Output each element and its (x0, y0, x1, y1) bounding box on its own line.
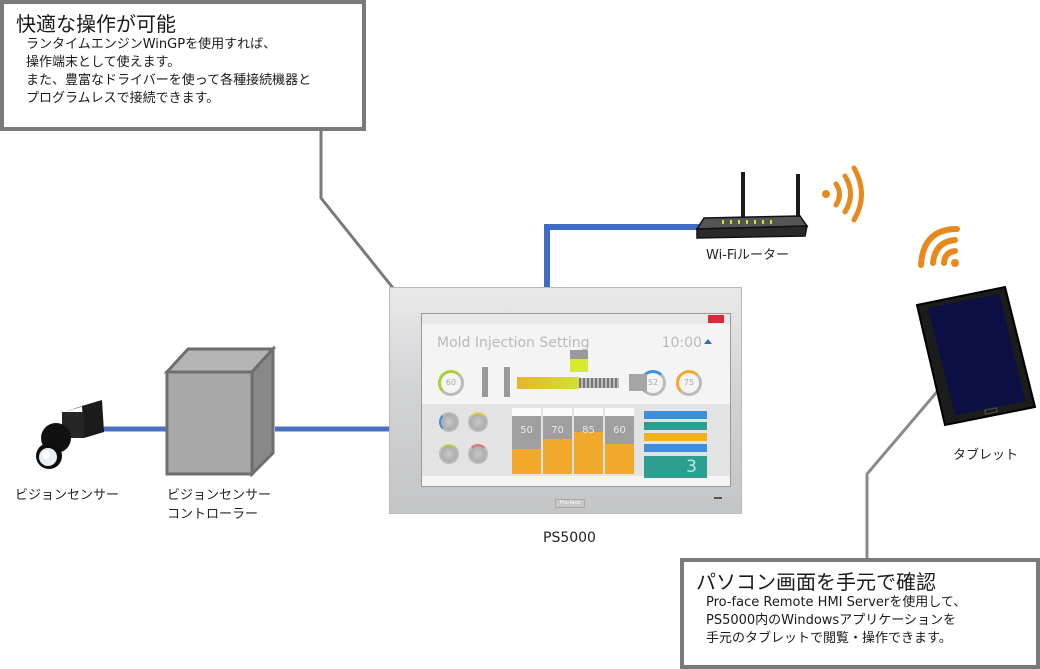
leader-line-top (319, 130, 407, 304)
level-bar-3-fill (574, 431, 603, 474)
knob-3[interactable] (439, 444, 459, 464)
hmi-title: Mold Injection Setting (437, 335, 590, 351)
level-bar-3: 85 (574, 408, 603, 474)
label-router: Wi-Fiルーター (706, 248, 790, 263)
leader-line-bottom (865, 379, 949, 558)
screw (579, 378, 619, 388)
close-button[interactable] (708, 315, 724, 323)
level-bar-4-fill (605, 444, 634, 474)
home-icon[interactable] (704, 339, 712, 344)
label-vision-sensor: ビジョンセンサー (15, 488, 120, 503)
panel-indicator (714, 497, 722, 499)
knob-1[interactable] (439, 412, 459, 432)
alarm-count-tile[interactable]: 3 (644, 456, 707, 478)
tablet-icon (915, 285, 1037, 427)
wifi-signal-icon-tablet (918, 226, 960, 268)
level-bar-3-value: 85 (582, 425, 595, 436)
level-bar-4-value: 60 (613, 425, 626, 436)
level-bar-4: 60 (605, 408, 634, 474)
label-controller-line2: コントローラー (167, 507, 259, 522)
wifi-signal-icon-router (822, 165, 864, 223)
router-icon (695, 172, 809, 239)
mold-clamp-icon (482, 367, 510, 397)
label-tablet: タブレット (953, 448, 1019, 463)
callout-top-title: 快適な操作が可能 (16, 12, 176, 36)
level-bar-1-fill (512, 449, 541, 474)
callout-bottom-line-1: Pro-face Remote HMI Serverを使用して、 (706, 595, 967, 610)
level-bar-2-fill (543, 439, 572, 474)
callout-top-line-2: 操作端末として使えます。 (26, 55, 181, 70)
level-bar-1-value: 50 (520, 425, 533, 436)
vision-camera-icon (36, 400, 104, 469)
knob-4[interactable] (468, 444, 488, 464)
motor-block (629, 374, 647, 391)
panel-logo: Pro-face (555, 499, 585, 508)
controller-box-icon (163, 345, 277, 478)
hmi-screen[interactable]: Mold Injection Setting 10:00 60 52 75 50… (421, 313, 731, 487)
gauge-fill: 60 (438, 370, 464, 396)
status-row-3[interactable] (644, 433, 707, 441)
callout-top: 快適な操作が可能 ランタイムエンジンWinGPを使用すれば、 操作端末として使え… (0, 0, 366, 131)
callout-top-line-3: また、豊富なドライバーを使って各種接続機器と (26, 73, 312, 88)
gauge-int: 75 (676, 370, 702, 396)
hopper (570, 350, 588, 372)
callout-bottom: パソコン画面を手元で確認 Pro-face Remote HMI Serverを… (680, 558, 1040, 669)
hmi-titlebar (422, 314, 730, 324)
level-bar-1: 50 (512, 408, 541, 474)
label-panel: PS5000 (543, 530, 596, 546)
level-bar-2-value: 70 (551, 425, 564, 436)
callout-top-line-1: ランタイムエンジンWinGPを使用すれば、 (26, 37, 277, 52)
status-row-2[interactable] (644, 422, 707, 430)
level-bar-2: 70 (543, 408, 572, 474)
cable-panel-router (544, 224, 700, 287)
injection-barrel (517, 377, 579, 389)
alarm-count: 3 (686, 457, 697, 477)
callout-bottom-line-3: 手元のタブレットで閲覧・操作できます。 (706, 631, 952, 646)
label-controller-line1: ビジョンセンサー (167, 488, 272, 503)
callout-bottom-line-2: PS5000内のWindowsアプリケーションを (706, 613, 956, 628)
callout-top-line-4: プログラムレスで接続できます。 (26, 91, 220, 106)
knob-2[interactable] (468, 412, 488, 432)
callout-bottom-title: パソコン画面を手元で確認 (696, 570, 936, 594)
status-row-1[interactable] (644, 411, 707, 419)
status-row-4[interactable] (644, 444, 707, 452)
hmi-clock: 10:00 (661, 335, 702, 351)
